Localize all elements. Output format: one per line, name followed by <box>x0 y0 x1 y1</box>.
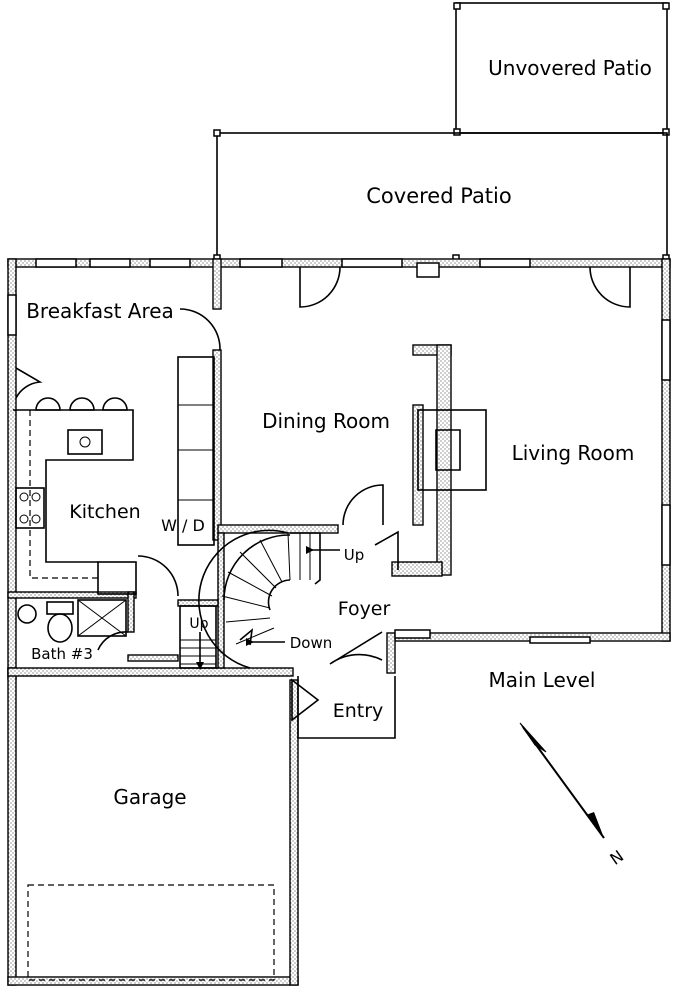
spiral-stair <box>198 529 340 669</box>
pantry-wd <box>177 356 215 546</box>
label-uncovered-patio: Unvovered Patio <box>488 56 652 80</box>
fireplace <box>417 409 487 491</box>
straight-stair <box>179 605 217 670</box>
label-wd: W / D <box>161 516 205 535</box>
label-entry: Entry <box>333 700 384 722</box>
windows <box>7 258 671 644</box>
label-living: Living Room <box>512 441 635 465</box>
kitchen-counters <box>13 397 137 595</box>
label-garage: Garage <box>113 785 186 809</box>
label-breakfast: Breakfast Area <box>26 299 174 323</box>
label-dining: Dining Room <box>262 409 390 433</box>
garage-door <box>27 884 275 981</box>
label-foyer: Foyer <box>338 598 391 620</box>
label-bath: Bath #3 <box>31 645 93 663</box>
label-up-spiral: Up <box>344 546 365 564</box>
label-down: Down <box>290 634 333 652</box>
label-covered-patio: Covered Patio <box>366 184 511 208</box>
north-label: N <box>606 846 627 868</box>
bath-fixtures <box>17 599 127 643</box>
label-main-level: Main Level <box>489 668 596 692</box>
label-kitchen: Kitchen <box>69 501 140 523</box>
doors <box>15 266 631 722</box>
label-up-straight: Up <box>189 616 208 632</box>
north-arrow <box>519 722 605 839</box>
entry <box>297 676 396 739</box>
